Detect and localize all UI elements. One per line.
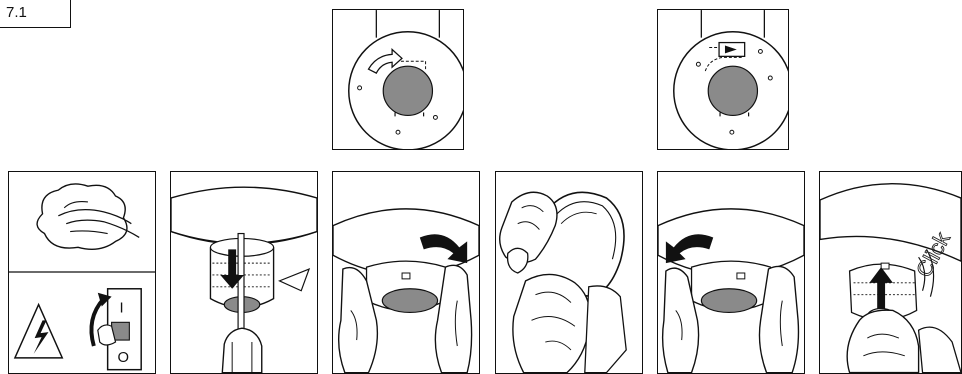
screwdriver-illustration	[171, 172, 317, 373]
step-remove-protective-cover	[495, 171, 643, 374]
step-push-until-click: Click	[819, 171, 962, 374]
mounting-plate-illustration	[333, 10, 463, 149]
clean-and-power-illustration: I O	[9, 172, 155, 373]
push-click-illustration: Click	[820, 172, 961, 373]
step-clean-and-power-off: I O	[8, 171, 156, 374]
switch-on-label: I	[119, 300, 123, 316]
twist-on-illustration	[658, 172, 804, 373]
mounting-plate-diagram-attach	[657, 9, 789, 150]
section-label: 7.1	[0, 0, 71, 28]
step-twist-on-clockwise	[657, 171, 805, 374]
twist-off-illustration	[333, 172, 479, 373]
remove-cover-illustration	[496, 172, 642, 373]
switch-off-label: O	[118, 350, 130, 366]
mounting-plate-illustration	[658, 10, 788, 149]
step-release-tab-screwdriver	[170, 171, 318, 374]
step-twist-off-anticlockwise	[332, 171, 480, 374]
mounting-plate-diagram-remove	[332, 9, 464, 150]
